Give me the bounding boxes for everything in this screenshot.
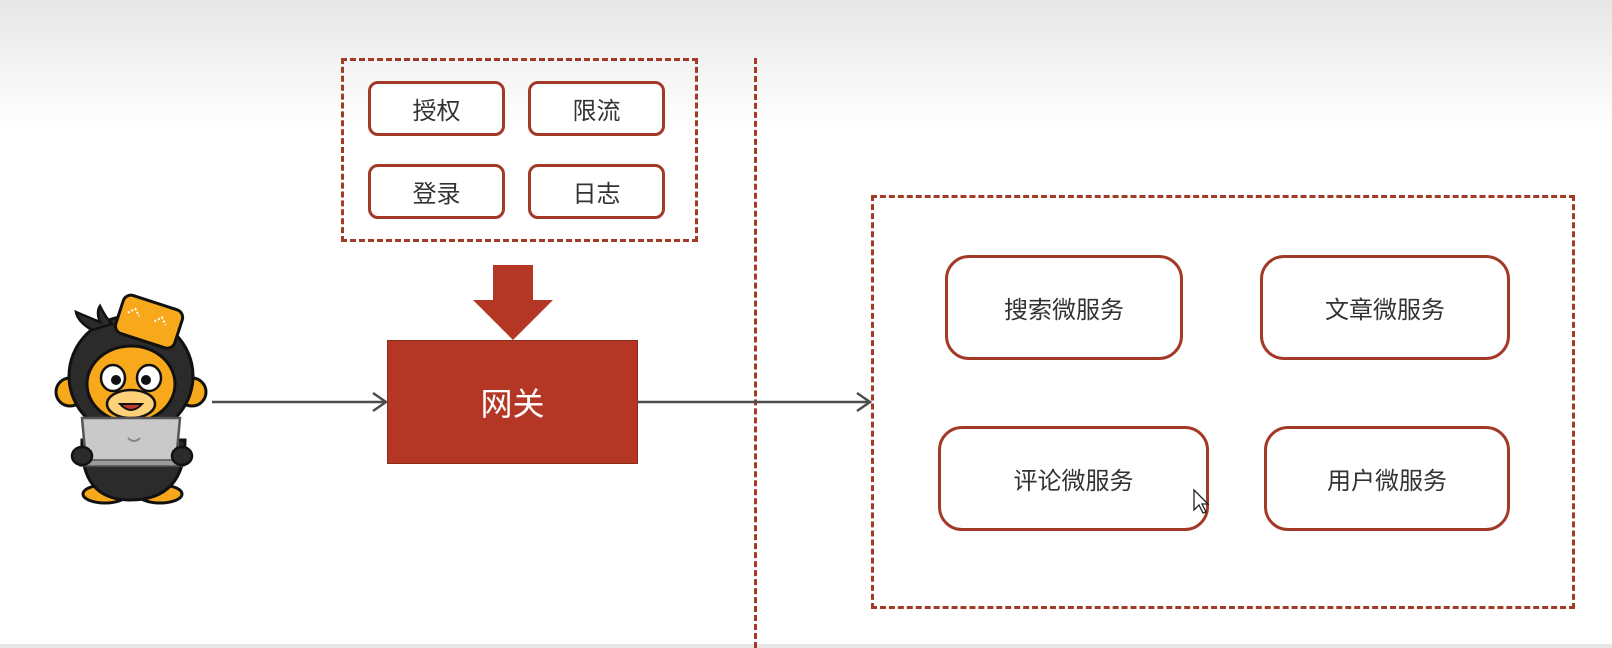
filter-group-box: [341, 58, 698, 242]
service-article: 文章微服务: [1260, 255, 1510, 360]
filter-auth: 授权: [368, 81, 505, 136]
gateway-box: 网关: [387, 340, 638, 464]
service-search: 搜索微服务: [945, 255, 1183, 360]
service-comment: 评论微服务: [938, 426, 1209, 531]
filter-log: 日志: [528, 164, 665, 219]
mouse-pointer-icon: [1193, 488, 1210, 514]
arrowhead-icon: [372, 391, 389, 413]
service-user: 用户微服务: [1264, 426, 1510, 531]
arrowhead-icon: [856, 391, 873, 413]
monkey-mascot-icon: [54, 293, 208, 505]
down-arrow-icon: [473, 265, 553, 340]
filter-rate-limit: 限流: [528, 81, 665, 136]
services-group-box: [871, 195, 1575, 609]
boundary-divider: [754, 58, 757, 648]
filter-login: 登录: [368, 164, 505, 219]
